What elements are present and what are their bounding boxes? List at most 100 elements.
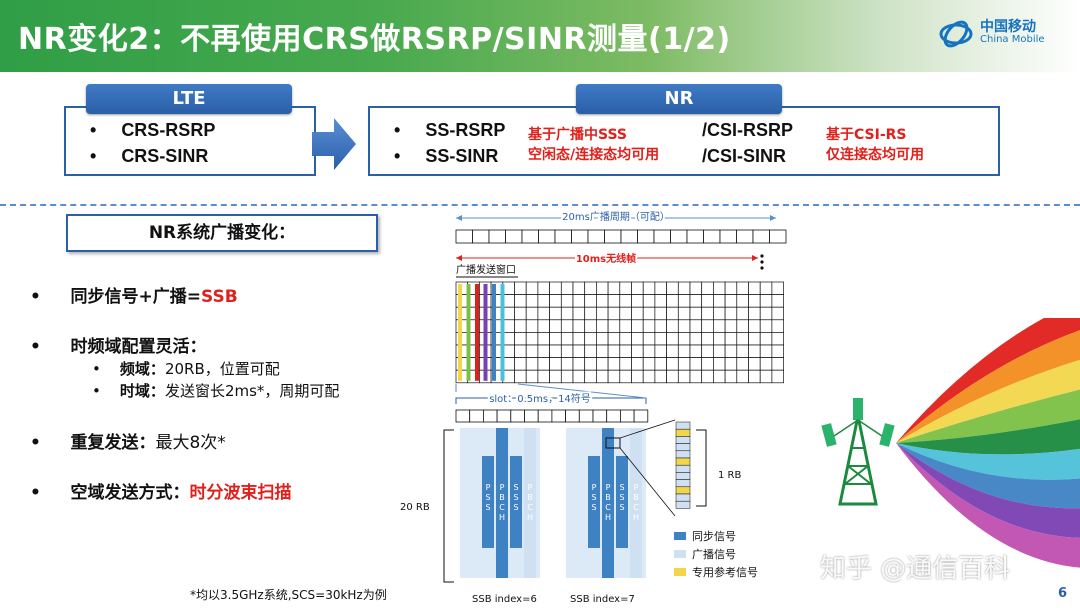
grid-cell — [689, 306, 703, 321]
ssb-diagram: 20ms广播周期（可配） 10ms无线帧 广播发送窗口 slot：0.5ms，1… — [400, 208, 787, 605]
grid-cell — [689, 369, 703, 384]
grid-cell — [642, 332, 656, 346]
rb20-label: 20 RB — [400, 502, 430, 513]
grid-cell — [666, 281, 679, 295]
grid-cell — [748, 357, 761, 371]
grid-cell — [631, 369, 644, 384]
grid-cell — [514, 306, 527, 321]
watermark: 知乎 @通信百科 — [820, 554, 1011, 584]
grid-cell — [666, 344, 679, 358]
grid-cell — [560, 369, 574, 384]
grid-cell — [666, 357, 679, 371]
grid-cell — [736, 306, 749, 321]
grid-cell — [549, 344, 562, 358]
title-bar — [0, 0, 1080, 72]
symbol-cell — [633, 409, 649, 423]
grid-cell — [759, 369, 773, 384]
ssb-bar — [492, 284, 496, 381]
ssb-column-label: S — [591, 493, 596, 502]
pbch-column — [630, 428, 642, 578]
grid-cell — [701, 281, 714, 295]
lte-item: • CRS-RSRP — [90, 120, 216, 140]
page-number: 6 — [1058, 586, 1068, 601]
beam-lobe — [896, 330, 1080, 443]
grid-cell — [724, 357, 738, 371]
grid-cell — [607, 332, 621, 346]
frame-cell — [472, 229, 490, 244]
grid-cell — [619, 319, 632, 333]
ssb-column-label: B — [527, 493, 533, 502]
symbol-cell — [537, 409, 553, 423]
rb-detail — [675, 421, 691, 509]
ssb-index-6: SSB index=6 — [472, 594, 537, 605]
grid-cell — [537, 369, 550, 384]
grid-cell — [689, 344, 703, 358]
grid-cell — [771, 332, 784, 346]
rb-subcarrier — [675, 479, 691, 488]
rb-subcarrier — [675, 472, 691, 480]
grid-cell — [666, 294, 679, 308]
window-label: 广播发送窗口 — [456, 263, 516, 276]
grid-cell — [689, 357, 703, 371]
bullet-repeat: • 重复发送：最大8次* — [30, 433, 226, 453]
slot-grid — [455, 281, 784, 384]
grid-cell — [677, 306, 691, 321]
grid-cell — [619, 344, 632, 358]
grid-cell — [537, 332, 550, 346]
grid-cell — [689, 281, 703, 295]
grid-cell — [654, 294, 667, 308]
grid-cell — [549, 332, 562, 346]
symbol-cell — [496, 409, 512, 423]
grid-cell — [713, 306, 726, 321]
sss-column — [510, 456, 522, 548]
grid-cell — [724, 369, 738, 384]
ssb-bar — [466, 284, 471, 381]
ssb-column-label: S — [619, 503, 624, 512]
grid-cell — [607, 319, 621, 333]
grid-cell — [537, 344, 550, 358]
grid-cell — [572, 319, 586, 333]
grid-cell — [514, 344, 527, 358]
grid-cell — [736, 281, 749, 295]
broadcast-box-label: NR系统广播变化： — [148, 223, 296, 243]
frame-cell — [455, 229, 473, 244]
frame-cell — [670, 229, 688, 244]
grid-cell — [759, 357, 773, 371]
grid-cell — [514, 281, 527, 295]
grid-cell — [607, 294, 621, 308]
rb-subcarrier — [675, 493, 691, 502]
frame-cell — [521, 229, 539, 244]
grid-cell — [654, 332, 667, 346]
pss-column — [588, 456, 600, 548]
grid-cell — [736, 319, 749, 333]
section-divider — [0, 204, 1080, 206]
sub-bullet-time: • 时域：发送窗长2ms*，周期可配 — [92, 382, 340, 400]
grid-cell — [584, 332, 597, 346]
grid-cell — [654, 281, 667, 295]
grid-cell — [596, 344, 609, 358]
ss-note: 基于广播中SSS — [528, 127, 627, 143]
grid-cell — [584, 344, 597, 358]
grid-cell — [502, 332, 515, 346]
grid-cell — [525, 294, 539, 308]
grid-cell — [619, 357, 632, 371]
grid-cell — [666, 319, 679, 333]
grid-cell — [642, 369, 656, 384]
grid-cell — [713, 332, 726, 346]
beam-lobe — [896, 318, 1080, 443]
grid-cell — [607, 281, 621, 295]
grid-cell — [549, 357, 562, 371]
bullet-spatial: • 空域发送方式：时分波束扫描 — [30, 483, 292, 503]
grid-cell — [713, 294, 726, 308]
ssb-column-label: P — [528, 483, 533, 492]
frame-cell — [653, 229, 671, 244]
grid-cell — [572, 281, 586, 295]
grid-cell — [572, 357, 586, 371]
symbol-cell — [510, 409, 525, 423]
symbol-cell — [483, 409, 498, 423]
grid-cell — [759, 306, 773, 321]
grid-cell — [724, 344, 738, 358]
grid-cell — [502, 294, 515, 308]
grid-cell — [549, 369, 562, 384]
grid-cell — [525, 281, 539, 295]
